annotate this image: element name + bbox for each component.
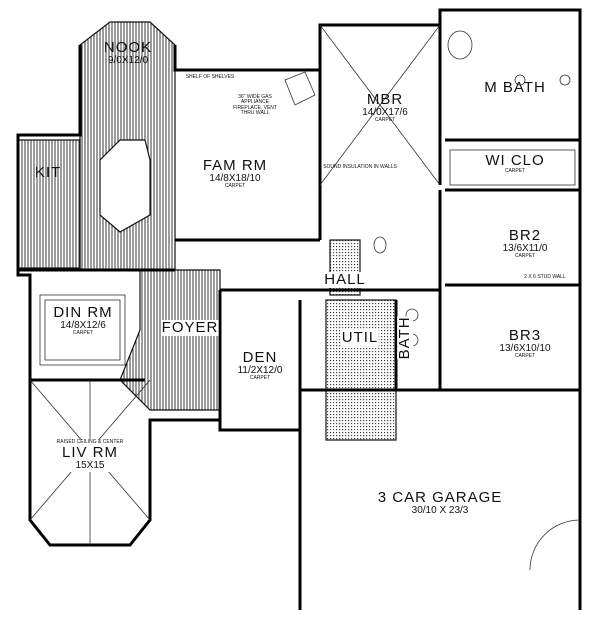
room-note: CARPET xyxy=(504,167,526,174)
room-dimensions: 13/6X11/0 xyxy=(502,242,548,254)
room-garage: 3 CAR GARAGE 30/10 X 23/3 xyxy=(378,490,503,516)
room-name: LIV RM xyxy=(61,444,118,462)
room-name: FOYER xyxy=(161,319,219,336)
room-dimensions: 13/6X10/10 xyxy=(499,342,551,354)
room-name: BATH xyxy=(396,316,414,360)
room-note: CARPET xyxy=(514,253,536,260)
room-br2: BR2 13/6X11/0 CARPET xyxy=(503,228,548,260)
room-living: RAISED CEILING & CENTER LIV RM 15X15 xyxy=(56,439,124,472)
room-hall: HALL xyxy=(324,272,366,288)
room-name: 3 CAR GARAGE xyxy=(377,489,503,506)
room-master-bath: M BATH xyxy=(484,80,546,96)
room-note: CARPET xyxy=(249,375,271,382)
room-name: HALL xyxy=(324,271,366,288)
room-dimensions: 14/8X18/10 xyxy=(209,172,261,184)
note-stud-wall: 2 X 6 STUD WALL xyxy=(524,274,566,280)
room-dimensions: 9/0X12/0 xyxy=(107,54,149,66)
room-br3: BR3 13/6X10/10 CARPET xyxy=(499,328,550,360)
room-dimensions: 30/10 X 23/3 xyxy=(411,504,469,516)
room-name: BR3 xyxy=(508,327,542,344)
room-bath: BATH xyxy=(396,316,414,360)
room-dimensions: 11/2X12/0 xyxy=(237,364,283,376)
room-walk-in-closet: WI CLO CARPET xyxy=(485,152,545,174)
room-name: WI CLO xyxy=(485,152,545,169)
room-name: M BATH xyxy=(484,79,546,96)
room-note: CARPET xyxy=(514,353,536,360)
kitchen-island xyxy=(99,139,151,233)
room-foyer: FOYER xyxy=(161,319,219,336)
room-name: MBR xyxy=(366,91,404,108)
room-dimensions: 14/0X17/6 xyxy=(362,106,408,118)
note-sound: SOUND INSULATION IN WALLS xyxy=(323,164,397,170)
foyer-floor xyxy=(119,269,221,411)
room-dimensions: 14/8X12/6 xyxy=(60,319,106,331)
room-note: CARPET xyxy=(224,183,246,190)
kitchen-floor xyxy=(17,139,81,269)
room-note: CARPET xyxy=(374,117,396,124)
room-note: CARPET xyxy=(72,330,94,337)
room-name: BR2 xyxy=(508,227,542,244)
room-dimensions: 15X15 xyxy=(75,460,105,471)
room-name: KIT xyxy=(34,164,62,181)
room-name: UTIL xyxy=(341,329,379,346)
room-name: DIN RM xyxy=(53,304,113,321)
room-dining: DIN RM 14/8X12/6 CARPET xyxy=(53,305,112,337)
room-mbr: MBR 14/0X17/6 CARPET xyxy=(362,92,408,124)
room-kitchen: KIT xyxy=(35,165,61,181)
room-den: DEN 11/2X12/0 CARPET xyxy=(238,350,283,382)
room-name: NOOK xyxy=(103,39,153,56)
room-family: FAM RM 14/8X18/10 CARPET xyxy=(203,158,267,190)
utility-floor xyxy=(325,299,397,441)
room-name: FAM RM xyxy=(202,157,268,174)
room-nook: NOOK 9/0X12/0 xyxy=(104,40,152,66)
room-note: RAISED CEILING & CENTER xyxy=(56,439,124,445)
note-shelf: SHELF OF SHELVES xyxy=(185,74,235,80)
note-fireplace: 36" WIDE GAS APPLIANCE FIREPLACE, VENT T… xyxy=(233,94,277,116)
room-name: DEN xyxy=(242,349,278,366)
room-utility: UTIL xyxy=(341,329,379,346)
